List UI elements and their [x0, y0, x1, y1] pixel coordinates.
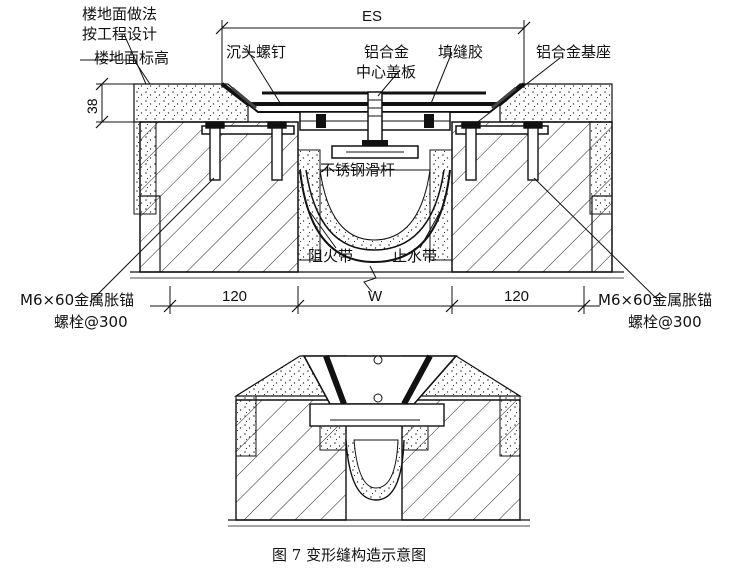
dim-w: W	[368, 288, 383, 305]
dim-right-120: 120	[504, 288, 530, 305]
label-alum-base: 铝合金基座	[536, 43, 612, 61]
left-alum-base	[201, 125, 295, 135]
label-countersunk-screw: 沉头螺钉	[226, 43, 287, 61]
upper-section-drawing	[80, 20, 661, 314]
label-anchor-left-line1: M6×60金属胀锚	[20, 291, 135, 309]
label-floor-finish-line1: 楼地面做法	[82, 5, 158, 23]
leader-lines	[80, 33, 661, 303]
label-anchor-right-line2: 螺栓@300	[628, 313, 702, 331]
label-joint-sealant: 填缝胶	[438, 43, 484, 61]
dim-es: ES	[362, 8, 383, 25]
label-alum-center-line2: 中心盖板	[356, 63, 417, 81]
dim-left-120: 120	[222, 288, 248, 305]
label-floor-finish-line2: 按工程设计	[82, 25, 158, 43]
water-stop-band	[299, 169, 451, 264]
label-floor-elevation: 楼地面标高	[94, 49, 170, 67]
figure-caption: 图 7 变形缝构造示意图	[272, 546, 427, 564]
label-fire-barrier: 阻火带	[308, 247, 354, 265]
label-water-stop: 止水带	[392, 247, 438, 265]
right-alum-base	[455, 125, 549, 135]
left-floor-finish	[133, 83, 249, 123]
label-stainless-rod: 不锈钢滑杆	[320, 161, 396, 179]
label-anchor-right-line1: M6×60金属胀锚	[598, 291, 713, 309]
anchor-bolts	[205, 121, 543, 181]
label-anchor-left-line2: 螺栓@300	[54, 313, 128, 331]
lower-3d-view	[228, 354, 530, 527]
label-alum-center-line1: 铝合金	[364, 43, 410, 61]
dim-38: 38	[84, 98, 100, 114]
